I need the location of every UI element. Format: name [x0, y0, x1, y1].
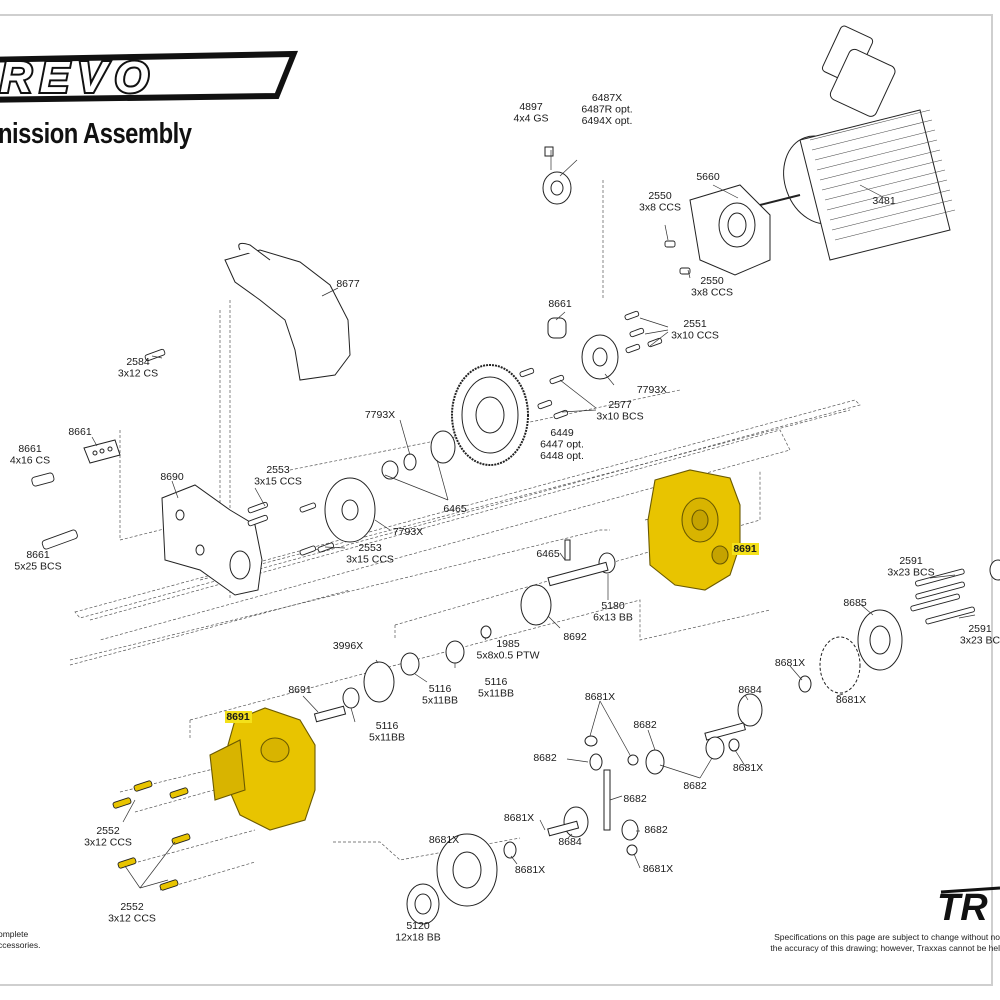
- page-frame: [0, 14, 993, 986]
- part-label-8681xa: 8681X: [585, 691, 615, 703]
- part-label-6465a: 6465: [443, 503, 467, 515]
- part-label-8682a: 8682: [633, 719, 657, 731]
- part-label-6465b: 6465: [536, 548, 560, 560]
- part-label-8681xh: 8681X: [643, 863, 673, 875]
- part-label-7793xa: 7793X: [637, 384, 667, 396]
- page-title: nission Assembly: [0, 118, 192, 150]
- traxxas-logo: TR: [935, 882, 1000, 932]
- part-label-8691a: 8691: [733, 543, 757, 555]
- part-label-8681xc: 8681X: [836, 694, 866, 706]
- part-label-7793xc: 7793X: [393, 526, 423, 538]
- footer-right-line: the accuracy of this drawing; however, T…: [770, 942, 1000, 953]
- link-8661: [83, 439, 121, 464]
- part-label-8691c: 8691: [226, 711, 250, 723]
- part-label-8682b: 8682: [533, 752, 557, 764]
- part-label-8661b: 8661: [68, 426, 92, 438]
- gear-case-8691-rear: [647, 469, 741, 591]
- part-label-8682c: 8682: [683, 780, 707, 792]
- drivetrain-parts: [313, 539, 1000, 925]
- part-label-8681xg: 8681X: [515, 864, 545, 876]
- plate-8690: [161, 484, 263, 596]
- part-label-8685: 8685: [843, 597, 867, 609]
- leader-lines: [91, 150, 976, 889]
- gear-case-8691-front: [209, 707, 316, 831]
- footer-note-left: omplete ccessories.: [0, 929, 41, 950]
- part-label-8682e: 8682: [644, 824, 668, 836]
- part-label-8677: 8677: [336, 278, 360, 290]
- pinion-gear-4897: [542, 146, 572, 205]
- footer-disclaimer: Specifications on this page are subject …: [770, 932, 1000, 953]
- highlight-swatch: [225, 711, 252, 723]
- revo-logo: REVO REVO: [0, 48, 300, 113]
- part-label-8692: 8692: [563, 631, 587, 643]
- revo-logo-text: REVO: [0, 53, 157, 102]
- motor-plate-5660: [689, 184, 771, 276]
- part-label-8681xe: 8681X: [504, 812, 534, 824]
- part-label-8690: 8690: [160, 471, 184, 483]
- motor-3481: [759, 25, 956, 261]
- part-label-8684a: 8684: [738, 684, 762, 696]
- traxxas-logo-text: TR: [937, 887, 988, 927]
- part-label-8681xf: 8681X: [429, 834, 459, 846]
- part-label-8682d: 8682: [623, 793, 647, 805]
- part-label-8684b: 8684: [558, 836, 582, 848]
- highlighted-screws-2552: [112, 780, 191, 891]
- part-label-8661a: 8661: [548, 298, 572, 310]
- part-label-5660: 5660: [696, 171, 720, 183]
- footer-left-line: omplete: [0, 929, 29, 939]
- revo-logo-text-fill: REVO: [0, 53, 157, 102]
- highlight-swatch: [732, 543, 759, 555]
- footer-right-line: Specifications on this page are subject …: [774, 932, 1000, 942]
- part-label-3481: 3481: [872, 195, 896, 207]
- spur-gear-6449: [451, 364, 529, 466]
- footer-left-line: ccessories.: [0, 939, 41, 950]
- part-label-3996x: 3996X: [333, 640, 363, 652]
- part-label-8681xb: 8681X: [775, 657, 805, 669]
- spur-gear-cover-8677: [224, 242, 351, 381]
- slipper-plates-7793X: [324, 317, 619, 543]
- part-label-8691b: 8691: [288, 684, 312, 696]
- screws: [31, 240, 975, 625]
- part-label-8681xd: 8681X: [733, 762, 763, 774]
- part-label-7793xb: 7793X: [365, 409, 395, 421]
